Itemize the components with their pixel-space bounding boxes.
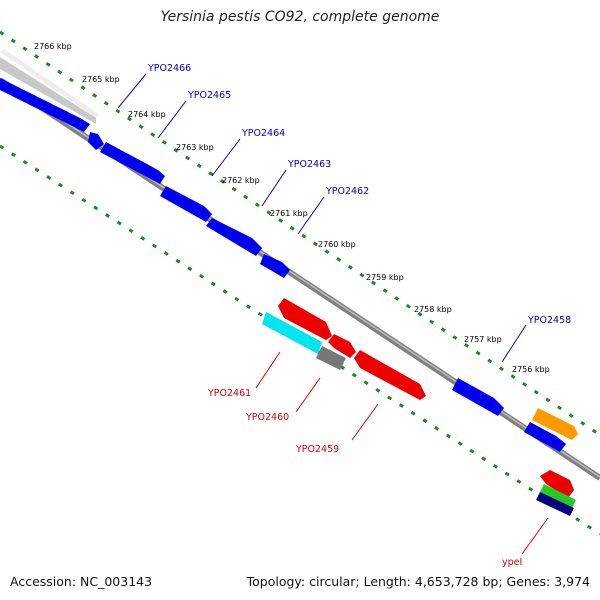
scale-label: 2758 kbp <box>414 305 452 314</box>
gene-arrow-red <box>328 334 356 358</box>
callout-line <box>157 100 187 139</box>
scale-label: 2757 kbp <box>464 335 502 344</box>
gene-label-YPO2464[interactable]: YPO2464 <box>241 128 285 139</box>
gene-arrow <box>160 186 212 222</box>
callout-line <box>261 169 287 207</box>
scale-label: 2756 kbp <box>512 365 550 374</box>
gene-label-YPO2458[interactable]: YPO2458 <box>527 315 571 326</box>
callout-line <box>521 517 549 555</box>
gene-silver-top <box>0 49 100 118</box>
gene-label-YPO2466[interactable]: YPO2466 <box>147 63 191 74</box>
gene-arrow-red <box>540 470 574 498</box>
gene-arrow-red <box>278 298 332 340</box>
gene-label-YPO2459[interactable]: YPO2459 <box>295 444 339 455</box>
gene-cyan <box>262 312 322 354</box>
gene-arrow <box>88 132 104 150</box>
gene-label-YPO2461[interactable]: YPO2461 <box>207 388 251 399</box>
gene-silver <box>0 57 96 124</box>
gene-block-forward[interactable] <box>0 78 566 452</box>
forward-gene-callouts: YPO2466 YPO2465 YPO2464 YPO2463 YPO2462 … <box>117 63 571 363</box>
gene-label-YPO2462[interactable]: YPO2462 <box>325 186 369 197</box>
gene-orange <box>532 408 578 440</box>
gene-label-YPO2463[interactable]: YPO2463 <box>287 159 331 170</box>
callout-line <box>297 196 325 235</box>
gene-label-YPO2465[interactable]: YPO2465 <box>187 90 231 101</box>
gene-block-silver[interactable] <box>0 49 100 124</box>
accession-text: Accession: NC_003143 <box>10 574 153 589</box>
scale-labels: 2766 kbp 2765 kbp 2764 kbp 2763 kbp 2762… <box>34 42 550 374</box>
scale-label: 2763 kbp <box>176 143 214 152</box>
callout-line <box>255 351 281 389</box>
scale-label: 2764 kbp <box>128 110 166 119</box>
gene-arrow-red <box>354 350 426 400</box>
scale-label: 2760 kbp <box>318 240 356 249</box>
callout-line <box>501 324 527 363</box>
scale-label: 2765 kbp <box>82 75 120 84</box>
outer-tick-track <box>0 30 600 437</box>
scale-label: 2762 kbp <box>222 176 260 185</box>
callout-line <box>211 138 241 177</box>
map-title: Yersinia pestis CO92, complete genome <box>160 9 440 25</box>
gene-arrow <box>0 78 90 132</box>
callout-line <box>117 73 147 109</box>
gene-navy <box>536 492 574 516</box>
gene-arrow <box>524 422 566 452</box>
gene-arrow <box>260 254 290 278</box>
genome-summary-text: Topology: circular; Length: 4,653,728 bp… <box>246 574 590 589</box>
gene-label-YPO2460[interactable]: YPO2460 <box>245 412 289 423</box>
callout-line <box>351 403 379 441</box>
gene-arrow <box>100 142 165 184</box>
gene-label-ypeI[interactable]: ypeI <box>502 557 522 568</box>
gene-block-reverse[interactable] <box>262 298 578 516</box>
scale-label: 2761 kbp <box>270 209 308 218</box>
gene-arrow <box>452 378 504 416</box>
scale-label: 2759 kbp <box>366 273 404 282</box>
gene-gray <box>316 346 346 370</box>
scale-label: 2766 kbp <box>34 42 72 51</box>
gene-green <box>540 484 576 508</box>
gene-arrow <box>206 218 262 256</box>
callout-line <box>295 377 321 413</box>
reverse-gene-callouts: YPO2461 YPO2460 YPO2459 ypeI <box>207 351 549 568</box>
